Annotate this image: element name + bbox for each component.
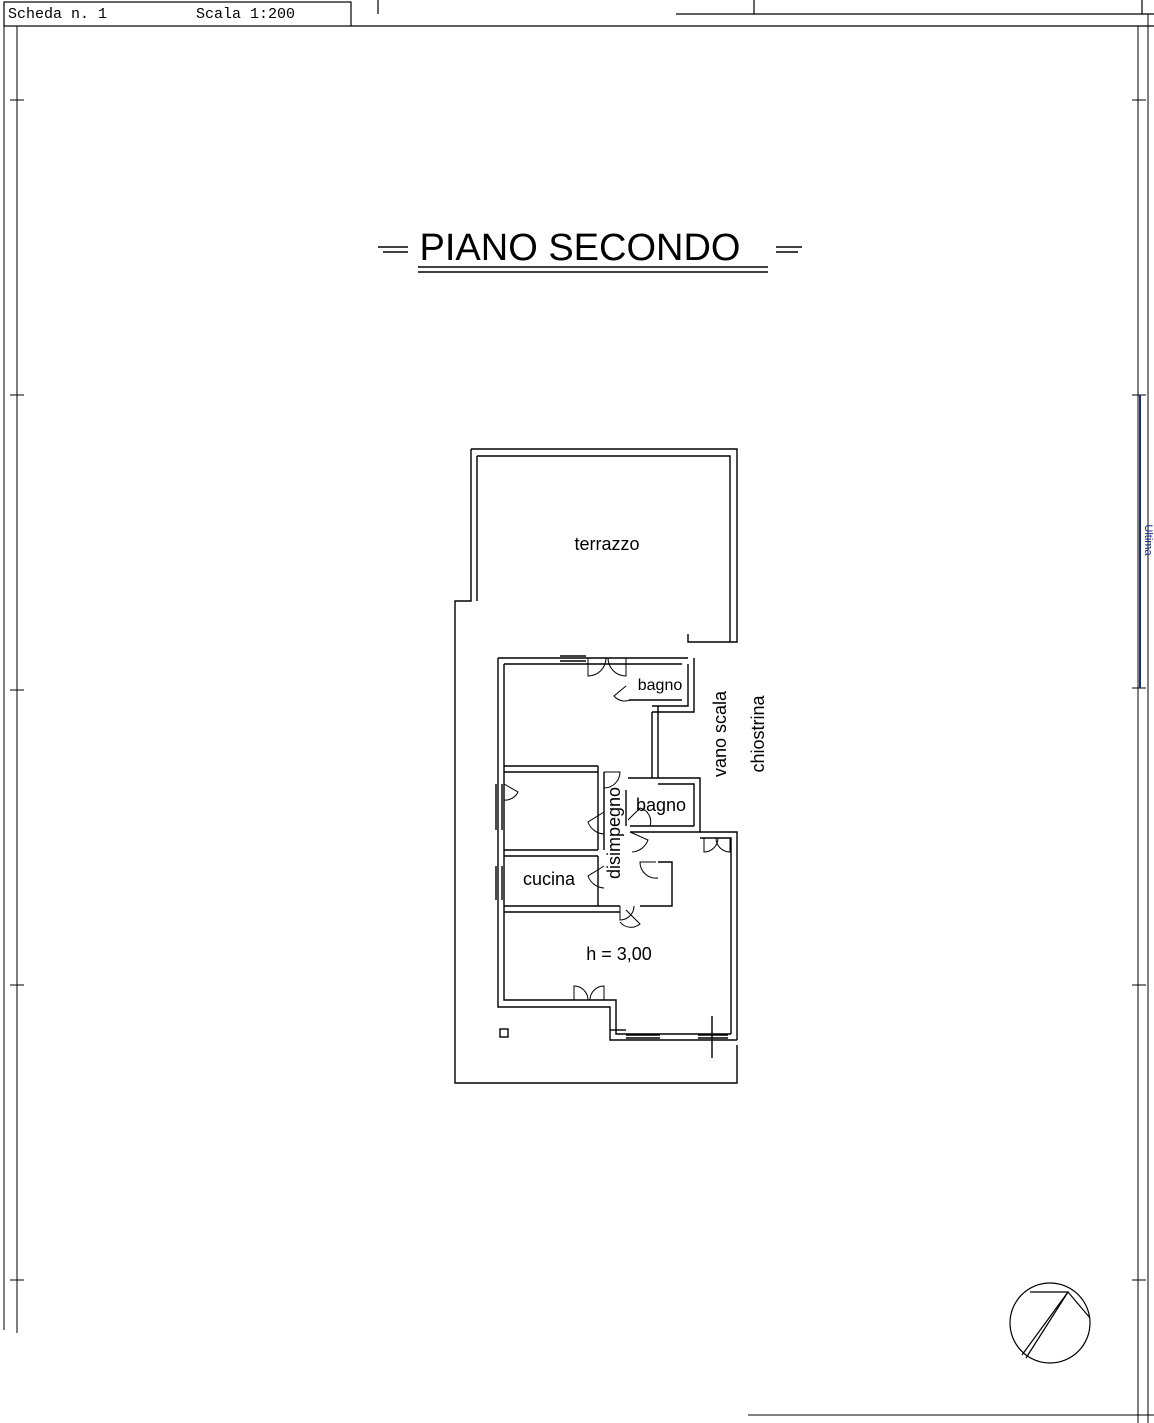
room-label-hallway: disimpegno <box>604 787 624 879</box>
room-label-terrace: terrazzo <box>574 534 639 554</box>
room-label-stairwell: vano scala <box>710 690 730 777</box>
header-box <box>3 0 1154 27</box>
right-margin-frame <box>1132 14 1149 1423</box>
ceiling-height-note: h = 3,00 <box>586 944 652 964</box>
north-arrow-icon <box>1009 1282 1091 1364</box>
plan-title: PIANO SECONDO <box>420 227 741 269</box>
floor-plan <box>454 448 738 1084</box>
margin-note-text: Ultima <box>1142 524 1154 556</box>
room-label-kitchen: cucina <box>523 869 576 889</box>
room-label-light-well: chiostrina <box>748 694 768 772</box>
left-margin-frame <box>3 26 24 1333</box>
sheet-number-label: Scheda n. 1 <box>8 6 107 23</box>
room-label-bath-mid: bagno <box>636 795 686 815</box>
title-decoration <box>378 246 802 273</box>
scale-label: Scala 1:200 <box>196 6 295 23</box>
room-label-bath-top: bagno <box>638 677 683 694</box>
door-swings <box>503 657 731 1001</box>
